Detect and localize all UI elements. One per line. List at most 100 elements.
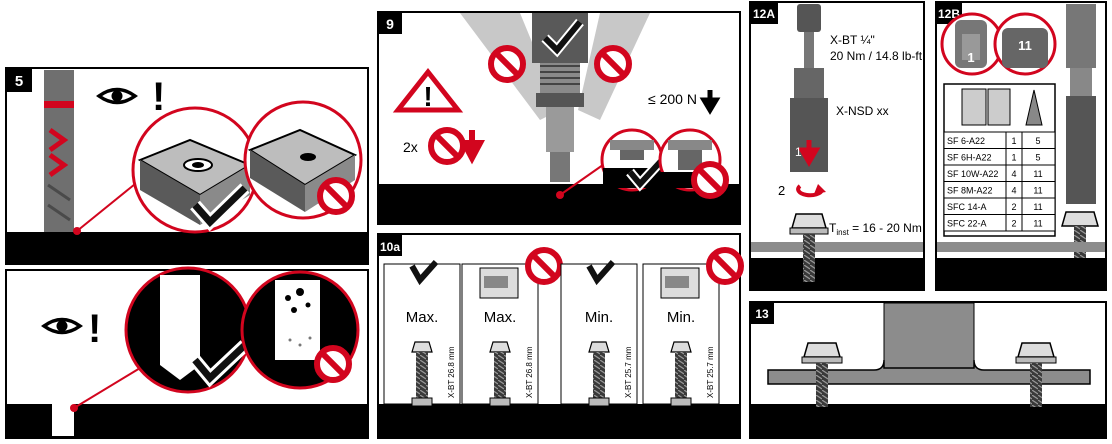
panel-number-badge — [6, 68, 32, 92]
zoom-circle-ok — [131, 106, 259, 234]
zoom-circle-raised — [658, 128, 726, 196]
panel-9: 9 ! 2x ≤ 200 N — [377, 11, 741, 225]
panel-13: 13 — [749, 301, 1107, 439]
limit-label: Max. — [484, 309, 517, 326]
column-2: Max. X-BT 26.8 mm — [461, 250, 560, 407]
panel-number: 5 — [15, 73, 23, 90]
panel-5: 5 ! — [5, 67, 369, 265]
spec-label: X-BT 26.8 mm — [447, 346, 456, 398]
fastened-bracket — [883, 302, 975, 369]
dial-value: 2 — [1011, 202, 1016, 212]
anchor-name: SF 6H-A22 — [947, 153, 992, 163]
setting-tool — [1066, 4, 1096, 68]
check-icon — [542, 20, 583, 55]
nut — [411, 341, 433, 353]
table-row: SF 6-A22 1 5 — [943, 131, 1056, 149]
panel-number: 9 — [386, 16, 394, 32]
dial-setting: 11 — [1018, 38, 1032, 53]
dial-value: 1 — [1011, 153, 1016, 163]
bit-label: X-BT ¼" — [830, 33, 875, 47]
zoom-circle-dirty-hole — [240, 270, 360, 390]
prohibit-icon — [528, 250, 560, 282]
check-icon — [586, 260, 616, 286]
threaded-stud — [593, 352, 605, 400]
table-row: SF 8M-A22 4 11 — [943, 181, 1056, 199]
spec-label: X-BT 25.7 mm — [706, 346, 715, 398]
table-row: SFC 14-A 2 11 — [943, 197, 1056, 215]
dial-setting: 1 — [967, 50, 974, 65]
table-row: SF 10W-A22 4 11 — [943, 164, 1056, 182]
panel-number: 13 — [755, 307, 769, 321]
panel-number: 12A — [753, 7, 775, 21]
nut — [588, 341, 610, 353]
svg-text:!: ! — [423, 81, 432, 112]
nut — [791, 213, 827, 229]
check-icon — [192, 342, 248, 384]
arrow-down-icon — [699, 90, 721, 115]
dial-value: 4 — [1011, 169, 1016, 179]
prohibit-icon — [597, 48, 629, 80]
dial-value: 5 — [1035, 153, 1040, 163]
limit-label: Min. — [585, 309, 613, 326]
force-limit: ≤ 200 N — [648, 91, 697, 107]
exclamation-icon: ! — [152, 75, 165, 119]
anchor-name: SF 8M-A22 — [947, 186, 993, 196]
column-4: Min. X-BT 25.7 mm — [642, 250, 741, 407]
step-1: 1 — [795, 145, 802, 159]
prohibit-icon — [694, 164, 726, 196]
prohibit-icon — [317, 348, 349, 380]
check-icon — [192, 185, 248, 228]
dial-value: 2 — [1011, 219, 1016, 229]
prohibit-icon — [709, 250, 741, 282]
anchor-name: SFC 14-A — [947, 202, 987, 212]
panel-12a: 12A 1 2 X-BT ¼" 20 Nm / 14.8 lb-ft X-NSD… — [749, 1, 925, 291]
dial-value: 4 — [1011, 186, 1016, 196]
tool-upright — [532, 13, 588, 63]
check-icon — [409, 260, 439, 286]
anchor-name: SF 10W-A22 — [947, 169, 998, 179]
table-row: SF 6H-A22 1 5 — [943, 148, 1056, 166]
prohibit-icon — [320, 180, 352, 212]
arrow-down-icon — [797, 140, 821, 167]
table-row: SFC 22-A 2 11 — [943, 214, 1056, 232]
limit-label: Min. — [667, 309, 695, 326]
install-torque: Tinst = 16 - 20 Nm — [829, 221, 922, 237]
panel-number: 10a — [380, 240, 400, 254]
exclamation-icon: ! — [88, 307, 101, 351]
eye-icon — [97, 87, 137, 105]
drill-bit — [44, 70, 74, 240]
threaded-stud — [494, 352, 506, 400]
anchor-name: SF 6-A22 — [947, 136, 985, 146]
dial-value: 11 — [1033, 219, 1042, 229]
prohibit-icon — [431, 130, 463, 162]
tool-label: X-NSD xx — [836, 104, 889, 118]
panel-inspect-hole: ! — [5, 266, 369, 439]
eye-icon — [42, 317, 82, 335]
anchor-name: SFC 22-A — [947, 219, 987, 229]
threaded-stud — [803, 234, 815, 282]
dial-value: 1 — [1011, 136, 1016, 146]
zoom-circle-bad — [243, 100, 363, 220]
zoom-circle-flush — [600, 128, 666, 192]
threaded-stud — [675, 352, 687, 400]
socket-bit — [797, 4, 821, 32]
nut — [489, 341, 511, 353]
dial-value: 11 — [1033, 202, 1042, 212]
column-1: Max.X-BT 26.8 mm — [383, 260, 461, 407]
spec-label: X-BT 25.7 mm — [624, 346, 633, 398]
zoom-circle-clean-hole — [124, 266, 252, 394]
dial-value: 5 — [1035, 136, 1040, 146]
dial-value: 11 — [1033, 169, 1042, 179]
panel-number: 12B — [938, 7, 960, 21]
prohibit-icon — [491, 48, 523, 80]
base-material — [7, 232, 367, 263]
nut — [670, 341, 692, 353]
warning-icon — [392, 67, 464, 113]
dial-value: 11 — [1033, 186, 1042, 196]
depth-mark — [44, 101, 74, 108]
spec-label: X-BT 26.8 mm — [525, 346, 534, 398]
arrow-down-icon — [459, 130, 485, 165]
